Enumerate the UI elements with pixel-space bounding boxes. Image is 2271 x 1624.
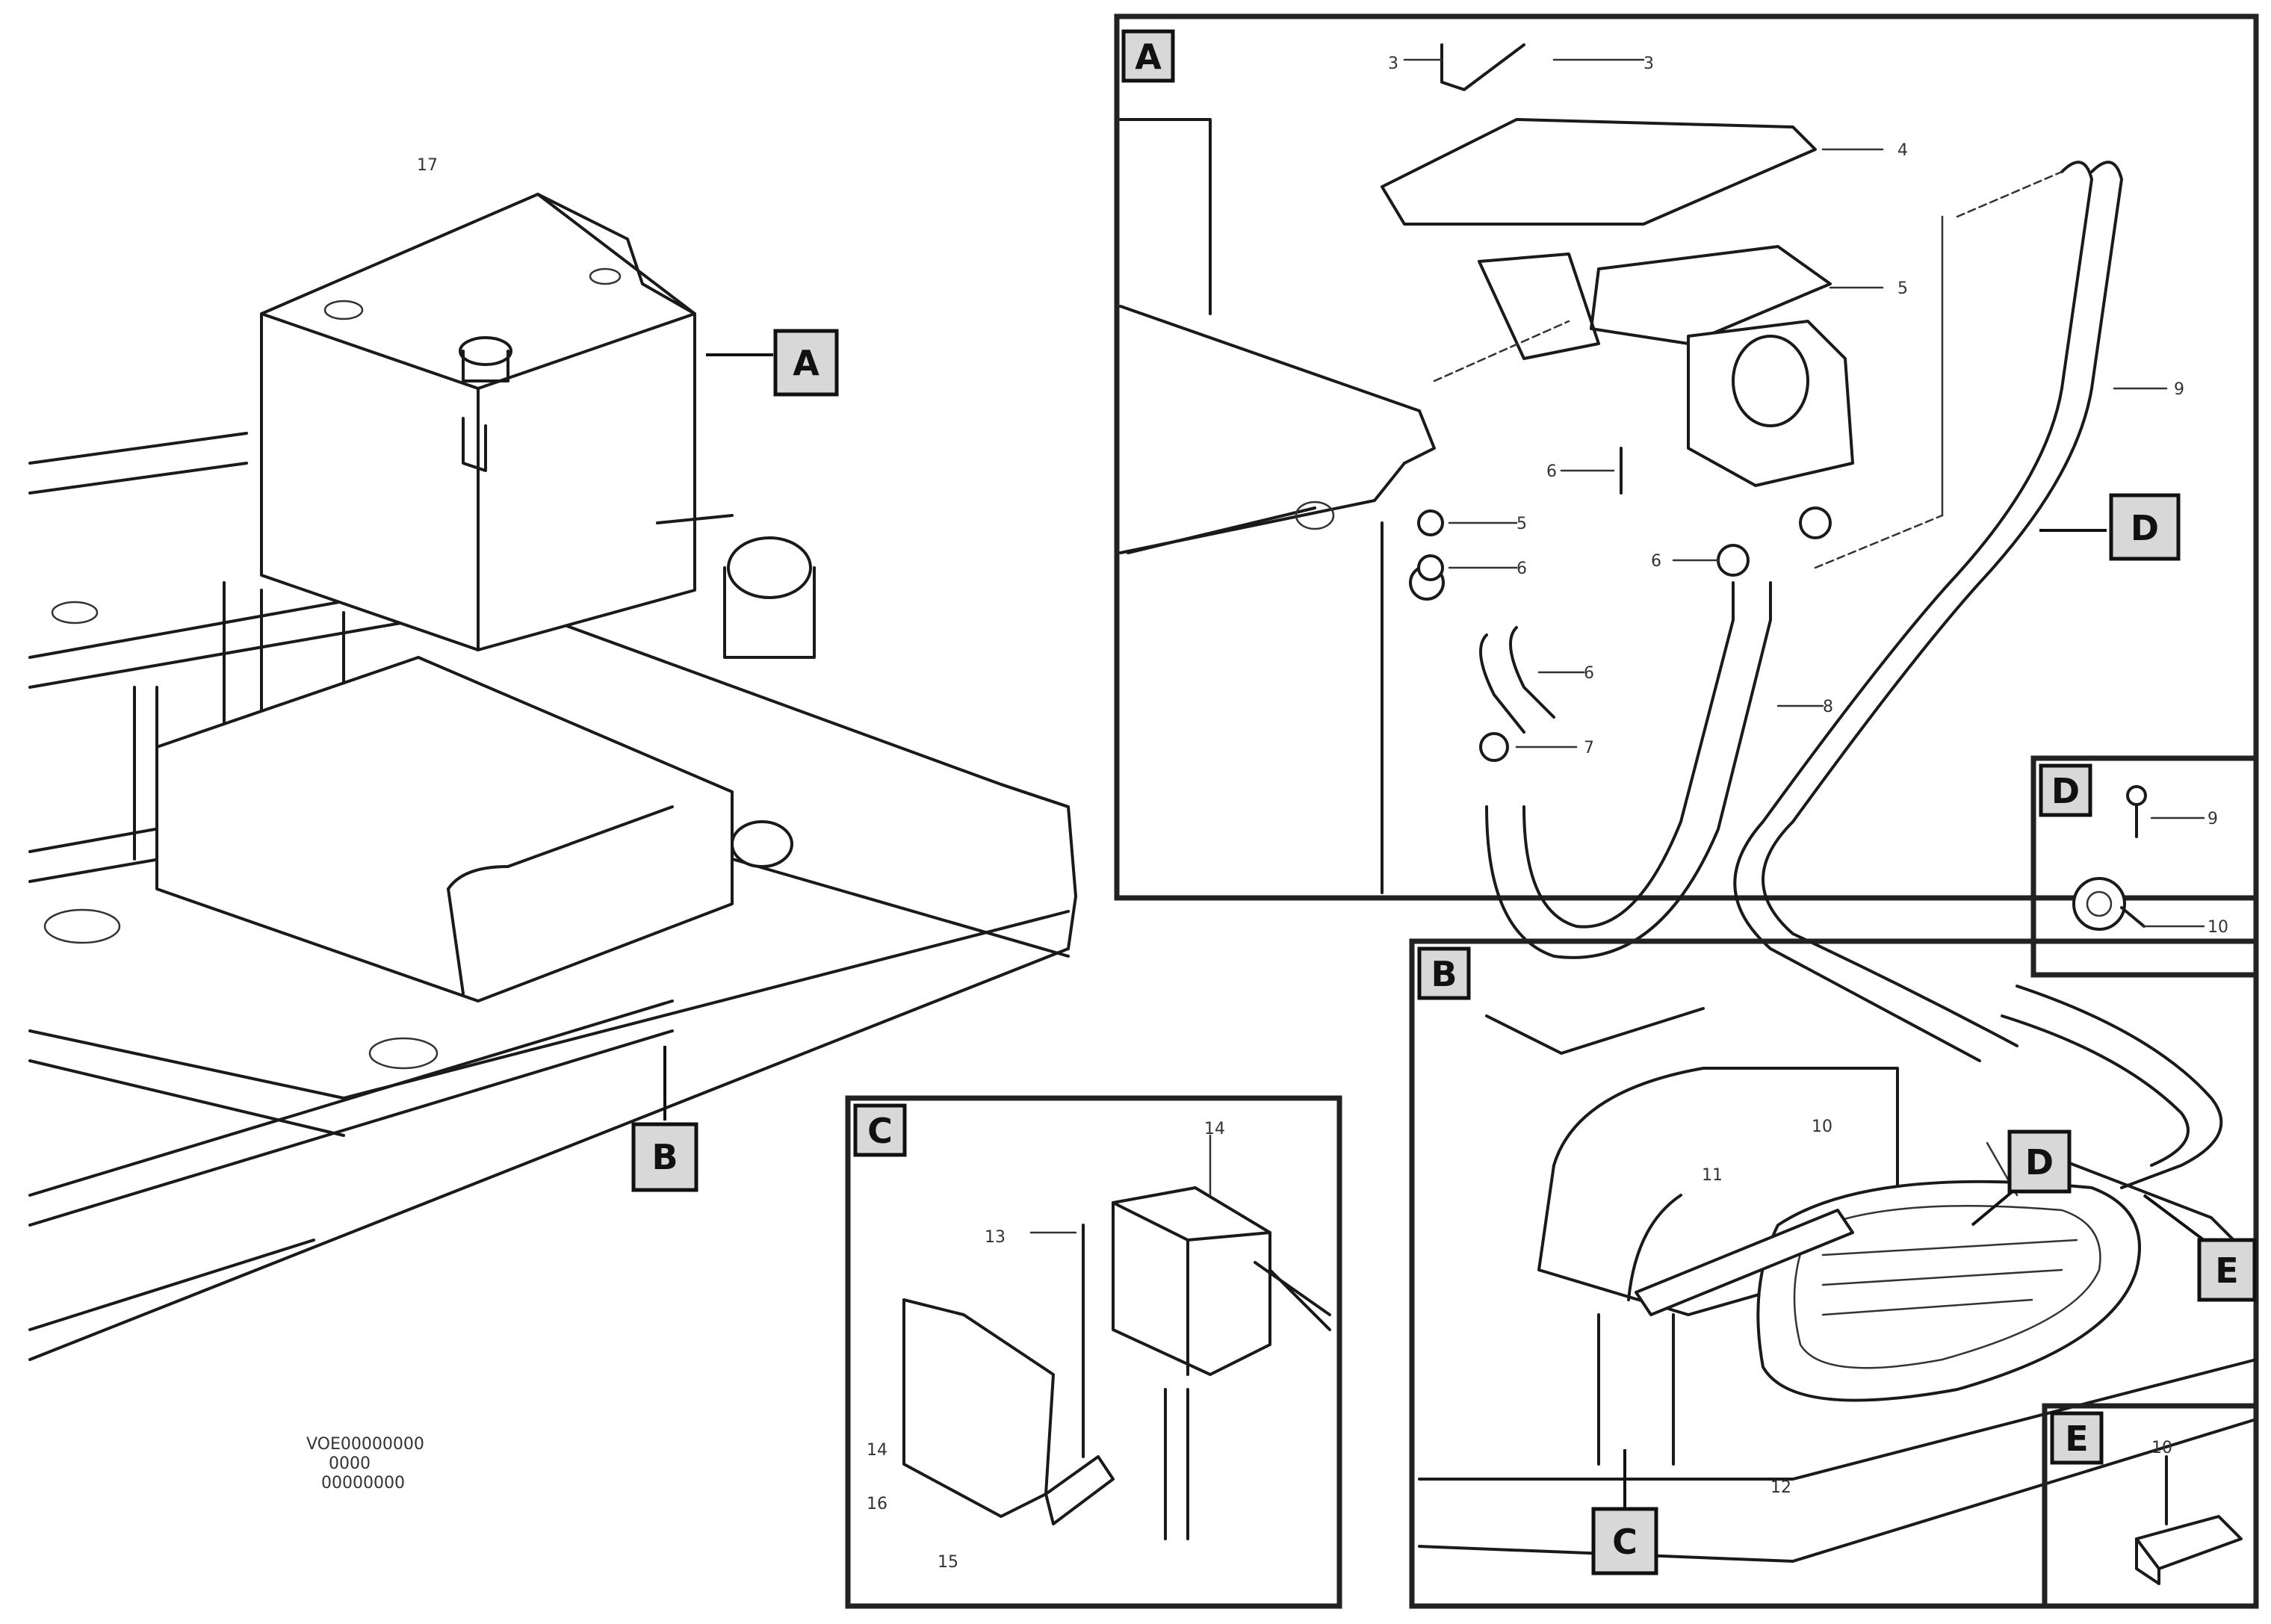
part-number: 6 <box>1546 462 1557 481</box>
tag-a-main-text: A <box>793 343 820 383</box>
tag-d-b-text: D <box>2025 1142 2054 1183</box>
view-tag-b-frame: B <box>1417 946 1471 1000</box>
part-number: 6 <box>1584 664 1594 683</box>
part-number: 6 <box>1651 552 1661 571</box>
part-number: 17 <box>417 156 438 175</box>
tag-e-frame-text: E <box>2065 1419 2088 1459</box>
tag-d-a-text: D <box>2131 508 2159 548</box>
part-number: 10 <box>1812 1118 1832 1136</box>
part-number: 16 <box>867 1495 887 1513</box>
tag-c-b-text: C <box>1612 1522 1638 1562</box>
drawing-ref-line1: VOE00000000 <box>306 1435 424 1454</box>
part-number: 12 <box>1770 1478 1791 1497</box>
drawing-reference: VOE00000000 0000 00000000 <box>306 1435 424 1493</box>
view-tag-b-main[interactable]: B <box>631 1122 698 1192</box>
part-number: 14 <box>1204 1120 1225 1138</box>
tag-a-frame-text: A <box>1135 37 1162 77</box>
view-tag-a-frame: A <box>1121 29 1175 83</box>
part-number: 6 <box>1516 560 1527 578</box>
part-number: 3 <box>1388 55 1398 73</box>
part-number: 8 <box>1823 698 1833 716</box>
tag-d-frame-text: D <box>2051 771 2080 811</box>
view-tag-c-frame: C <box>853 1103 907 1157</box>
detail-view-a <box>1114 13 2259 1062</box>
detail-view-c <box>845 1095 1342 1609</box>
detail-view-b <box>1409 938 2259 1609</box>
part-number: 4 <box>1897 141 1908 160</box>
drawing-ref-line2: 0000 <box>329 1454 371 1473</box>
part-number: 11 <box>1702 1166 1723 1185</box>
part-number: 14 <box>867 1441 887 1460</box>
detail-view-d <box>2030 755 2259 978</box>
detail-view-e <box>2042 1403 2259 1609</box>
part-number: 10 <box>2151 1439 2172 1457</box>
part-number: 3 <box>1643 55 1654 73</box>
tag-b-main-text: B <box>651 1137 678 1177</box>
part-number-labels: 3 3 4 5 5 6 6 6 6 7 8 9 9 10 10 10 11 12… <box>417 55 2228 1572</box>
part-number: 15 <box>938 1553 958 1572</box>
part-number: 10 <box>2208 918 2228 937</box>
leaders <box>663 353 2205 1509</box>
view-tag-d-b[interactable]: D <box>2007 1129 2072 1194</box>
view-tag-a-main[interactable]: A <box>773 329 839 397</box>
part-number: 5 <box>1897 279 1908 298</box>
tag-c-frame-text: C <box>867 1111 893 1151</box>
drawing-ref-line3: 00000000 <box>321 1474 405 1493</box>
part-number: 13 <box>985 1228 1006 1247</box>
view-tag-e-b[interactable]: E <box>2197 1238 2257 1302</box>
tag-e-b-text: E <box>2215 1250 2238 1291</box>
view-tag-c-b[interactable]: C <box>1591 1507 1658 1575</box>
view-tag-e-frame: E <box>2050 1411 2104 1465</box>
part-number: 5 <box>1516 515 1527 533</box>
tag-b-frame-text: B <box>1431 954 1457 994</box>
main-assembly-view <box>28 193 1077 1361</box>
part-number: 9 <box>2174 380 2184 399</box>
view-tag-d-a[interactable]: D <box>2109 493 2181 561</box>
part-number: 9 <box>2208 810 2218 828</box>
part-number: 7 <box>1584 739 1594 757</box>
view-tag-d-frame: D <box>2039 763 2092 817</box>
